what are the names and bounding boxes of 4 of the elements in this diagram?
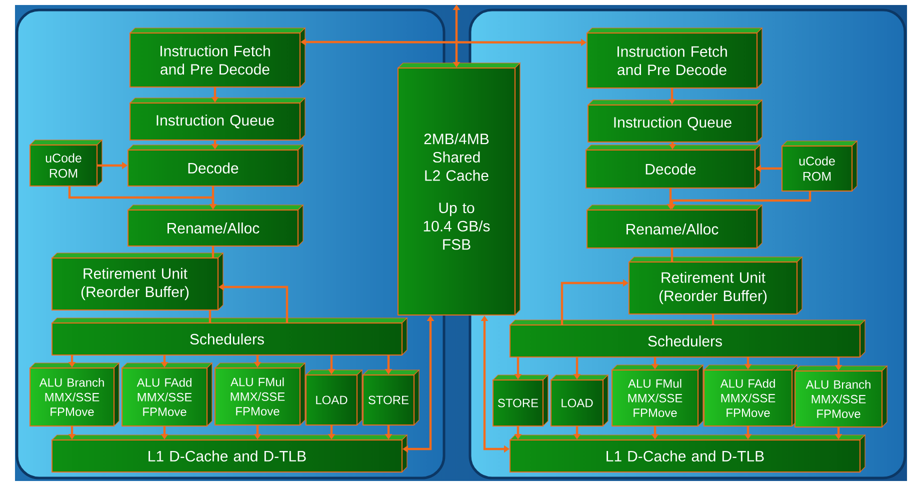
connector-line [712,314,714,324]
connector-line [208,310,212,322]
connector-line [212,246,214,258]
connector-line [670,248,674,262]
